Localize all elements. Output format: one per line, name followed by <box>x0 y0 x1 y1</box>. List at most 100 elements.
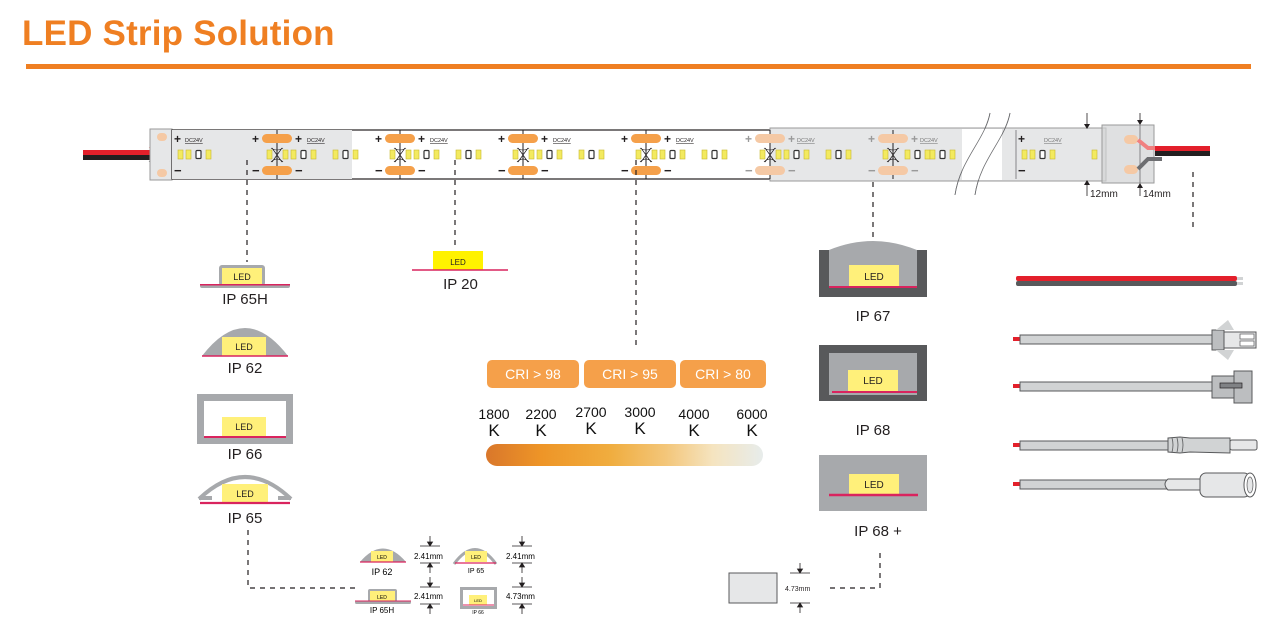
connector-male-2pin <box>1013 320 1257 360</box>
led-chip <box>405 149 412 160</box>
thickness-ip65: LED IP 65 <box>452 548 498 575</box>
led-label: LED <box>377 595 387 601</box>
right-black-wire <box>1155 151 1210 156</box>
right-end-cap <box>1101 124 1155 184</box>
led-chip <box>651 149 658 160</box>
leader-lines <box>246 160 1194 589</box>
led-chip-group <box>413 149 440 160</box>
voltage-label: DC24V <box>676 138 694 144</box>
led-label: LED <box>450 258 466 267</box>
led-chip <box>282 149 289 160</box>
svg-text:+: + <box>295 132 302 146</box>
led-chip-group <box>825 149 852 160</box>
svg-text:−: − <box>621 163 629 178</box>
ip68-label: IP 68 <box>855 422 891 439</box>
cut-point: +−+− <box>375 130 426 179</box>
thickness-ip65-label: IP 65 <box>468 568 484 575</box>
connector-female-2pin <box>1013 370 1253 404</box>
led-chip-group <box>659 149 686 160</box>
silicone-sleeve-section <box>769 127 1107 182</box>
voltage-label: DC24V <box>185 138 203 144</box>
ip67-label: IP 67 <box>855 308 891 325</box>
cut-point: +−+− <box>745 130 796 179</box>
connector-dc-female-jack <box>1013 472 1257 498</box>
thickness-ip65h-label: IP 65H <box>370 606 395 615</box>
led-label: LED <box>864 480 883 491</box>
connector-bare-wire-leads <box>1016 276 1243 286</box>
cct-value: 2700 <box>575 404 607 420</box>
svg-text:+: + <box>375 132 382 146</box>
cct-unit: K <box>535 421 547 440</box>
ip62-label: IP 62 <box>227 360 263 377</box>
led-chip-group <box>929 149 956 160</box>
led-label: LED <box>864 272 883 283</box>
ip68plus-label: IP 68 + <box>854 523 902 540</box>
led-label: LED <box>233 272 251 282</box>
cct-value: 2200 <box>525 406 557 422</box>
color-temperature-gradient-bar <box>486 444 763 466</box>
svg-text:−: − <box>174 163 182 178</box>
ip68plus-profile: LED <box>819 455 927 511</box>
led-label: LED <box>377 555 387 561</box>
thickness-ip62-label: IP 62 <box>372 567 393 577</box>
thickness-ip68-block <box>728 572 778 604</box>
led-label: LED <box>236 489 254 499</box>
led-label: LED <box>235 342 253 352</box>
svg-text:−: − <box>295 163 303 178</box>
led-chip <box>1021 149 1028 160</box>
voltage-label: DC24V <box>307 138 325 144</box>
black-wire <box>83 155 153 160</box>
thickness-ip66-label: IP 66 <box>472 610 484 616</box>
svg-text:−: − <box>541 163 549 178</box>
svg-text:+: + <box>1018 132 1025 146</box>
cct-unit: K <box>688 421 700 440</box>
voltage-label: DC24V <box>920 138 938 144</box>
cut-point: +−+− <box>621 130 672 179</box>
right-red-wire <box>1155 146 1210 151</box>
svg-text:+: + <box>911 132 918 146</box>
led-chip-group <box>290 149 317 160</box>
voltage-label: DC24V <box>553 138 571 144</box>
svg-text:+: + <box>664 132 671 146</box>
ip65h-label: IP 65H <box>222 291 268 308</box>
thickness-ip65h-dim: 2.41mm <box>414 592 443 601</box>
svg-text:−: − <box>418 163 426 178</box>
led-chip <box>635 149 642 160</box>
thickness-ip65-dim: 2.41mm <box>506 552 535 561</box>
svg-text:−: − <box>252 163 260 178</box>
led-chip <box>512 149 519 160</box>
cct-unit: K <box>488 421 500 440</box>
cct-unit: K <box>746 421 758 440</box>
ip66-label: IP 66 <box>227 446 263 463</box>
svg-text:+: + <box>868 132 875 146</box>
led-chip-group <box>783 149 810 160</box>
page-title: LED Strip Solution <box>22 14 335 53</box>
dimension-14mm <box>1137 113 1143 196</box>
led-label: LED <box>863 376 882 387</box>
red-wire <box>83 150 153 155</box>
cri-badge-95: CRI > 95 <box>584 360 676 388</box>
connector-dc-male-plug <box>1013 436 1258 454</box>
ip66-profile: LED <box>197 394 293 444</box>
led-chip-group <box>701 149 728 160</box>
cut-point: +−+− <box>498 130 549 179</box>
voltage-label: DC24V <box>797 138 815 144</box>
svg-text:+: + <box>252 132 259 146</box>
ip67-profile: LED <box>819 241 927 297</box>
svg-text:+: + <box>174 132 181 146</box>
voltage-label: DC24V <box>1044 138 1062 144</box>
thickness-ip62-dim: 2.41mm <box>414 552 443 561</box>
voltage-label: DC24V <box>430 138 448 144</box>
led-chip <box>528 149 535 160</box>
thickness-ip65h: LED IP 65H <box>355 589 411 615</box>
thickness-ip66: LED IP 66 <box>460 587 497 616</box>
ip20-label: IP 20 <box>443 276 478 293</box>
svg-text:+: + <box>621 132 628 146</box>
led-chip-group <box>455 149 482 160</box>
